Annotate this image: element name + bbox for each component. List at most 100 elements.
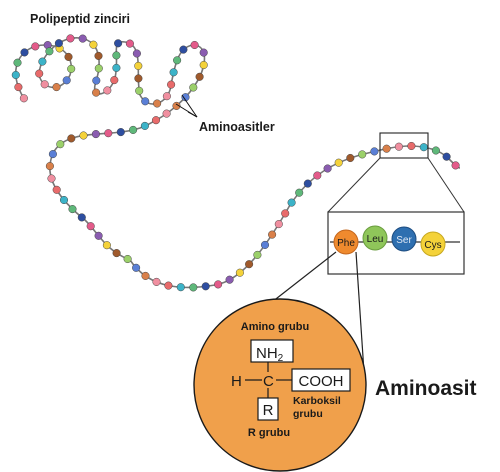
amino-acid-bead bbox=[89, 40, 98, 49]
amino-acid-bead bbox=[167, 80, 176, 89]
amino-acid-bead bbox=[199, 60, 208, 70]
amino-acid-bead bbox=[62, 76, 71, 85]
bonds bbox=[245, 362, 292, 398]
alpha-carbon: C bbox=[263, 373, 274, 390]
amino-acid-bead bbox=[151, 116, 161, 125]
amino-acid-bead bbox=[346, 153, 355, 163]
amino-acid-bead bbox=[141, 271, 150, 280]
amino-acid-main-label: Aminoasit bbox=[375, 377, 477, 400]
residue-ser: Ser bbox=[391, 226, 417, 252]
amino-acid-bead bbox=[153, 99, 162, 108]
h-atom: H bbox=[231, 373, 242, 390]
amino-acid-bead bbox=[303, 179, 312, 188]
amino-acid-bead bbox=[179, 45, 188, 54]
amino-acid-bead bbox=[135, 86, 144, 95]
amino-acid-structure-circle bbox=[193, 298, 367, 472]
amino-acid-bead bbox=[176, 283, 185, 292]
amino-acid-bead bbox=[64, 52, 73, 61]
amino-acid-bead bbox=[112, 249, 121, 258]
amino-acid-bead bbox=[189, 83, 198, 92]
cooh-box bbox=[291, 368, 351, 392]
nh2-text: NH2 bbox=[256, 345, 284, 364]
amino-acids-label: Aminoasitler bbox=[199, 120, 275, 134]
residue-cys: Cys bbox=[420, 231, 446, 257]
amino-acid-bead bbox=[86, 222, 95, 231]
residue-leu-label: Leu bbox=[367, 234, 384, 245]
amino-acid-bead bbox=[419, 143, 428, 152]
amino-acid-bead bbox=[112, 63, 121, 72]
amino-acid-bead bbox=[260, 240, 270, 249]
amino-acid-bead bbox=[164, 281, 173, 290]
amino-acid-bead bbox=[68, 205, 77, 214]
selection-box bbox=[379, 132, 429, 159]
amino-acid-bead bbox=[45, 47, 54, 56]
amino-acid-bead bbox=[94, 51, 103, 60]
amino-acid-bead bbox=[358, 150, 367, 159]
amino-acid-beads bbox=[11, 34, 460, 292]
chain-title: Polipeptid zinciri bbox=[30, 12, 130, 26]
amino-acid-bead bbox=[123, 254, 132, 264]
amino-acid-bead bbox=[11, 70, 20, 80]
amino-acid-bead bbox=[102, 241, 111, 250]
amino-acid-bead bbox=[52, 185, 61, 194]
amino-acid-bead bbox=[134, 74, 143, 83]
amino-acid-bead bbox=[225, 275, 234, 284]
amino-acid-bead bbox=[67, 134, 76, 143]
amino-acid-bead bbox=[334, 158, 343, 167]
amino-acid-bead bbox=[370, 147, 379, 156]
amino-acid-bead bbox=[13, 58, 22, 67]
amino-acid-bead bbox=[313, 171, 322, 180]
amino-acid-bead bbox=[442, 152, 451, 161]
amino-acid-bead bbox=[59, 195, 69, 205]
amino-acid-bead bbox=[52, 83, 61, 92]
amino-acid-bead bbox=[195, 72, 204, 81]
amino-acid-bead bbox=[287, 198, 296, 207]
amino-acid-bead bbox=[235, 268, 244, 277]
amino-acid-bead bbox=[253, 250, 262, 259]
amino-acid-bead bbox=[132, 49, 141, 58]
amino-acid-bead bbox=[162, 109, 171, 118]
amino-acid-bead bbox=[92, 76, 101, 85]
amino-acid-bead bbox=[78, 34, 87, 43]
amino-acid-bead bbox=[77, 213, 86, 222]
zoom-connector-lines bbox=[327, 157, 465, 213]
residue-cys-label: Cys bbox=[424, 240, 441, 251]
amino-group-label: Amino grubu bbox=[241, 321, 309, 333]
r-group-label: R grubu bbox=[248, 427, 290, 439]
amino-acid-bead bbox=[295, 188, 304, 197]
amino-acid-bead bbox=[245, 260, 254, 269]
amino-acid-bead bbox=[35, 69, 44, 78]
residue-phe: Phe bbox=[333, 229, 359, 255]
residue-leu: Leu bbox=[362, 225, 388, 251]
amino-acid-bead bbox=[407, 141, 416, 151]
amino-acid-pointer bbox=[175, 94, 198, 118]
amino-acid-bead bbox=[103, 86, 112, 95]
r-text: R bbox=[263, 402, 274, 419]
amino-acid-bead bbox=[451, 161, 460, 170]
amino-acid-bead bbox=[92, 88, 101, 97]
amino-acid-bead bbox=[190, 40, 199, 50]
amino-acid-bead bbox=[323, 164, 332, 173]
amino-acid-bead bbox=[20, 48, 29, 57]
amino-acid-bead bbox=[394, 142, 403, 151]
amino-acid-bead bbox=[38, 57, 47, 66]
amino-acid-bead bbox=[47, 174, 56, 183]
amino-acid-bead bbox=[162, 92, 171, 101]
nh2-box bbox=[250, 339, 294, 363]
amino-acid-bead bbox=[66, 34, 75, 43]
r-box bbox=[257, 397, 279, 421]
amino-acid-bead bbox=[134, 61, 143, 70]
amino-acid-bead bbox=[274, 220, 283, 229]
amino-acid-bead bbox=[48, 150, 57, 159]
amino-acid-bead bbox=[94, 231, 103, 240]
residue-ser-label: Ser bbox=[396, 235, 412, 246]
amino-acid-bead bbox=[56, 140, 65, 149]
amino-acid-bead bbox=[54, 39, 63, 48]
amino-acid-bead bbox=[152, 277, 161, 286]
residue-phe-label: Phe bbox=[337, 238, 355, 249]
amino-acid-bead bbox=[19, 94, 28, 103]
amino-acid-bead bbox=[172, 101, 181, 110]
amino-acid-bead bbox=[116, 128, 125, 137]
carboxyl-group-label-1: Karboksil bbox=[293, 395, 341, 407]
amino-acid-bead bbox=[125, 39, 134, 48]
